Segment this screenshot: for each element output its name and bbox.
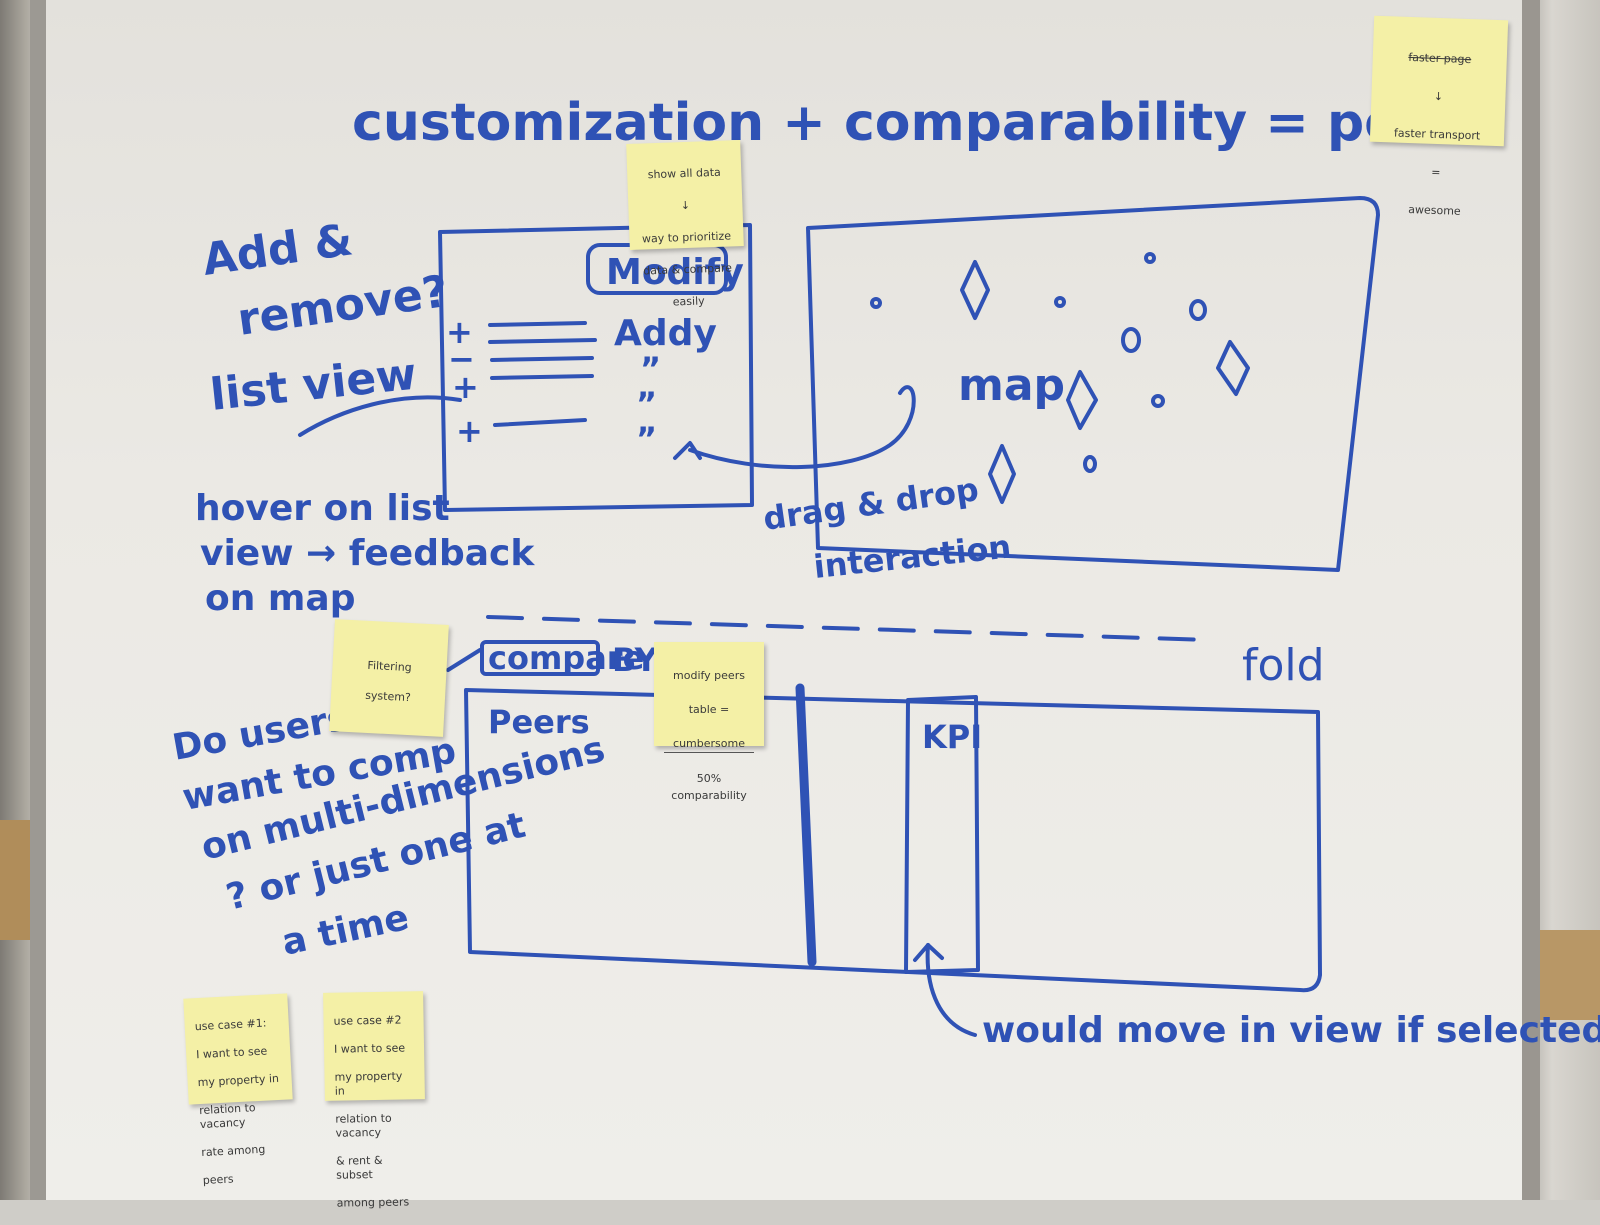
map-marker — [1121, 327, 1141, 353]
sticky-note-line: I want to see — [333, 1041, 406, 1056]
map-marker — [1144, 252, 1156, 264]
list-row-line-3 — [490, 374, 594, 380]
list-row-line-4 — [493, 418, 587, 427]
filter-pointer — [446, 648, 482, 672]
list-row-line-1 — [488, 321, 587, 327]
selected-note: would move in view if selected — [982, 1010, 1600, 1051]
list-row-symbol-3: + — [452, 368, 479, 406]
ditto-mark-2: ” — [636, 385, 657, 423]
sticky-note-line: my property in — [334, 1069, 403, 1098]
board-title: customization + comparability = peers — [352, 93, 1491, 153]
drag-drop-label-line1: drag & drop — [761, 470, 981, 538]
sticky-note-line: rate among — [201, 1142, 266, 1160]
list-row-symbol-4: + — [456, 412, 483, 450]
sticky-note-line: data & compare — [643, 261, 733, 278]
sticky-note-line: table = — [688, 703, 730, 716]
map-label: map — [958, 360, 1065, 411]
sticky-note-line: modify peers — [673, 669, 745, 682]
list-view-pointer — [298, 395, 462, 437]
list-row-symbol-1: + — [446, 313, 473, 351]
sticky-note-line: = — [1430, 165, 1441, 180]
map-diamond-marker — [988, 444, 1016, 504]
hover-note-line1: hover on list — [195, 488, 450, 529]
drag-drop-arrow — [688, 385, 916, 470]
sticky-note-line: ↓ — [680, 198, 691, 213]
sticky-note-filtering: Filtering system? — [329, 619, 449, 737]
question-note-line5: a time — [278, 897, 412, 964]
sticky-note-line: use case #1: — [194, 1016, 267, 1034]
selected-note-arrowhead — [913, 943, 944, 962]
table-column-divider — [795, 683, 817, 967]
selected-note-pointer — [925, 943, 977, 1037]
ditto-mark-1: ” — [640, 350, 661, 388]
add-remove-note-line2: remove? — [234, 266, 451, 346]
sticky-note-line: easily — [672, 294, 705, 309]
fold-label: fold — [1242, 640, 1325, 691]
list-row-line-2 — [490, 356, 594, 362]
map-marker — [1151, 394, 1165, 408]
table-panel-outline — [464, 688, 1322, 993]
drag-drop-arrowhead — [673, 441, 702, 460]
hover-note-line3: on map — [205, 578, 355, 619]
sticky-note-line: use case #2 — [333, 1013, 402, 1028]
map-diamond-marker — [960, 260, 990, 320]
sticky-note-use-case-2: use case #2 I want to see my property in… — [323, 991, 425, 1210]
map-marker — [1189, 299, 1207, 321]
list-view-note: list view — [208, 349, 419, 421]
sticky-note-line: system? — [364, 688, 412, 705]
map-diamond-marker — [1066, 370, 1098, 430]
sticky-note-line: way to prioritize — [641, 229, 732, 246]
sticky-note-show-all-data: show all data ↓ way to prioritize data &… — [626, 140, 744, 308]
sticky-note-line: cumbersome — [664, 735, 754, 753]
drag-drop-label-line2: interaction — [812, 527, 1013, 586]
ditto-mark-3: ” — [636, 420, 657, 458]
sticky-note-top-right: faster page ↓ faster transport = awesome — [1369, 15, 1509, 218]
map-marker — [870, 297, 882, 309]
sticky-note-line: show all data — [647, 165, 721, 182]
sticky-note-line: ↓ — [1433, 89, 1444, 104]
map-marker — [1083, 455, 1097, 473]
compare-label: compare — [488, 639, 644, 677]
sticky-note-line: I want to see — [195, 1044, 268, 1062]
sticky-note-line: Filtering — [367, 658, 413, 675]
whiteboard-drawing: customization + comparability = peers Ad… — [169, 93, 1600, 1051]
list-row-symbol-2: − — [448, 340, 475, 378]
sticky-note-line: & rent & subset — [335, 1153, 383, 1182]
sticky-note-line: faster page — [1408, 50, 1472, 67]
kpi-label: KPI — [922, 718, 982, 756]
sticky-note-line: relation to vacancy — [198, 1101, 256, 1132]
map-marker — [1054, 296, 1066, 308]
sticky-note-use-case-1: use case #1: I want to see my property i… — [183, 993, 293, 1187]
sticky-note-line: faster transport — [1393, 126, 1481, 143]
sticky-note-line: awesome — [1408, 203, 1461, 218]
hover-note-line2: view → feedback — [200, 533, 535, 574]
compare-button-outline — [480, 640, 600, 676]
list-row-line-1b — [488, 338, 597, 344]
fold-dashed-line — [486, 615, 1212, 642]
sticky-note-line: among peers — [336, 1195, 410, 1210]
map-diamond-marker — [1216, 340, 1250, 396]
sticky-note-line: peers — [202, 1172, 234, 1188]
sticky-note-modify-peers: modify peers table = cumbersome 50% comp… — [654, 642, 764, 802]
modify-label: Modify — [606, 252, 744, 293]
map-panel-outline — [806, 196, 1380, 572]
address-label: Addy — [614, 313, 717, 354]
sticky-note-line: relation to vacancy — [335, 1111, 392, 1140]
sticky-note-line: my property in — [197, 1071, 280, 1090]
add-remove-note-line1: Add & — [199, 214, 355, 285]
sticky-note-line: 50% comparability — [671, 772, 747, 802]
by-label: BY — [612, 641, 659, 679]
kpi-column-outline — [904, 695, 980, 974]
peers-label: Peers — [488, 703, 590, 741]
